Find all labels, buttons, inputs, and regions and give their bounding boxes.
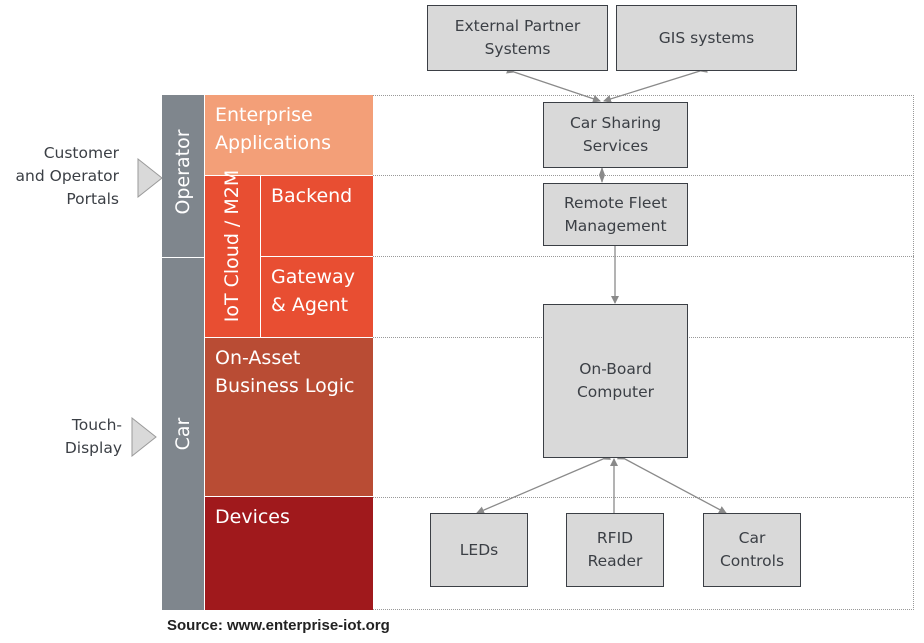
remote-fleet-management-box: Remote Fleet Management <box>543 183 688 246</box>
touch-display-arrow-icon <box>131 417 157 457</box>
touch-display-label: Touch-Display <box>64 416 122 457</box>
external-partner-systems-box: External Partner Systems <box>427 5 608 71</box>
portals-arrow-icon <box>137 158 163 198</box>
divider-right <box>913 95 914 610</box>
layer-backend: Backend <box>261 176 373 256</box>
car-band: Car <box>162 258 204 610</box>
diamond-connector-icon <box>599 167 605 183</box>
source-caption: Source: www.enterprise-iot.org <box>167 617 390 634</box>
arrow-gis-car-sharing <box>603 65 708 103</box>
car-controls-box: Car Controls <box>703 513 801 587</box>
layer-on-asset-business-logic: On-Asset Business Logic <box>205 338 373 496</box>
arrow-external-car-sharing <box>506 65 601 103</box>
layer-enterprise-applications: Enterprise Applications <box>205 95 373 175</box>
divider-operator-cloud <box>373 175 914 176</box>
operator-band: Operator <box>162 95 204 257</box>
layer-devices: Devices <box>205 497 373 610</box>
on-board-computer-box: On-Board Computer <box>543 304 688 458</box>
divider-backend-gateway <box>373 256 914 257</box>
arrow-onboard-car-controls <box>616 452 727 514</box>
car-sharing-services-box: Car Sharing Services <box>543 102 688 168</box>
arrow-onboard-leds <box>476 452 612 514</box>
gis-systems-box: GIS systems <box>616 5 797 71</box>
leds-box: LEDs <box>430 513 528 587</box>
divider-bottom <box>373 609 914 610</box>
layer-gateway-agent: Gateway & Agent <box>261 257 373 337</box>
layer-iot-cloud: IoT Cloud / M2M <box>205 170 260 337</box>
rfid-reader-box: RFID Reader <box>566 513 664 587</box>
